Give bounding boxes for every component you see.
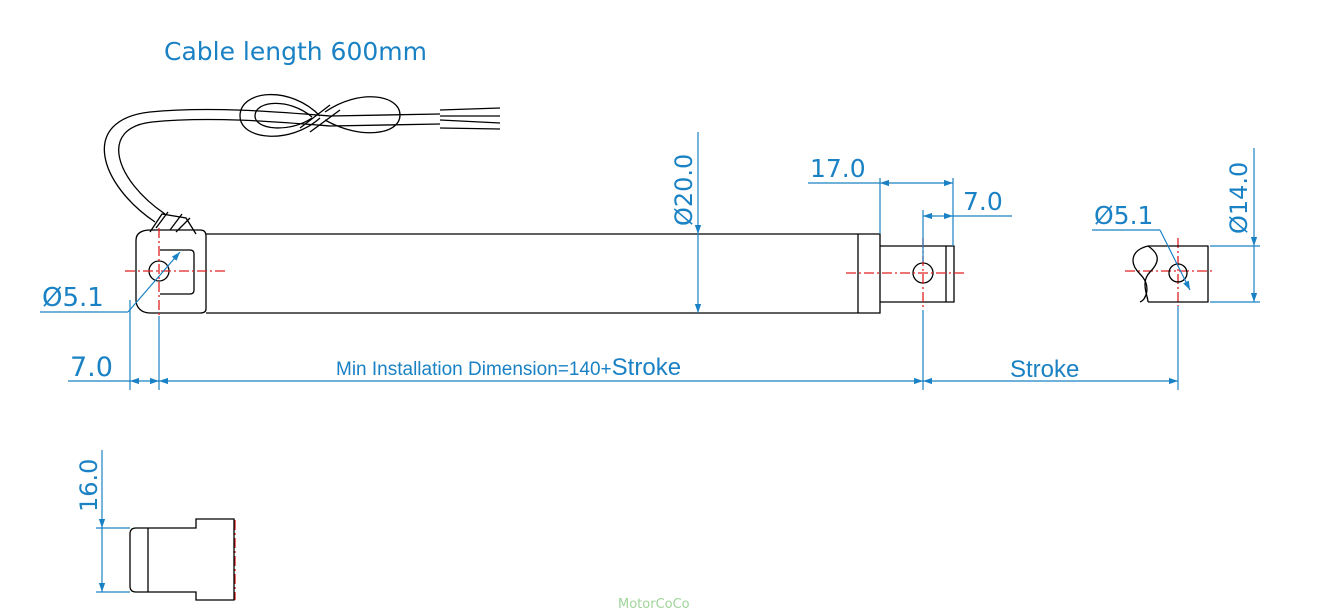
rod-hole-offset: 7.0 [963, 187, 1003, 216]
body-diameter: Ø20.0 [670, 154, 698, 226]
rear-hole-diameter: Ø5.1 [42, 283, 104, 313]
min-installation-prefix: Min Installation Dimension=140+ [336, 359, 612, 380]
actuator-body [135, 229, 955, 314]
rear-offset: 7.0 [70, 352, 113, 383]
rod-diameter: Ø14.0 [1225, 162, 1253, 234]
cable-length-label: Cable length 600mm [164, 37, 427, 66]
dimension-lines [40, 132, 1260, 593]
cable [103, 93, 501, 235]
min-installation-suffix: Stroke [612, 354, 681, 381]
min-installation-dimension: Min Installation Dimension=140+Stroke [336, 354, 681, 381]
watermark: MotorCoCo [618, 597, 690, 608]
side-height: 16.0 [75, 459, 103, 512]
rod-end-hole-diameter: Ø5.1 [1094, 201, 1153, 230]
centerlines [125, 228, 1215, 600]
stroke-dimension: Stroke [1010, 356, 1079, 383]
side-view [129, 518, 235, 601]
rod-tip-length: 17.0 [810, 154, 866, 183]
rod-end-detail [1132, 245, 1209, 303]
